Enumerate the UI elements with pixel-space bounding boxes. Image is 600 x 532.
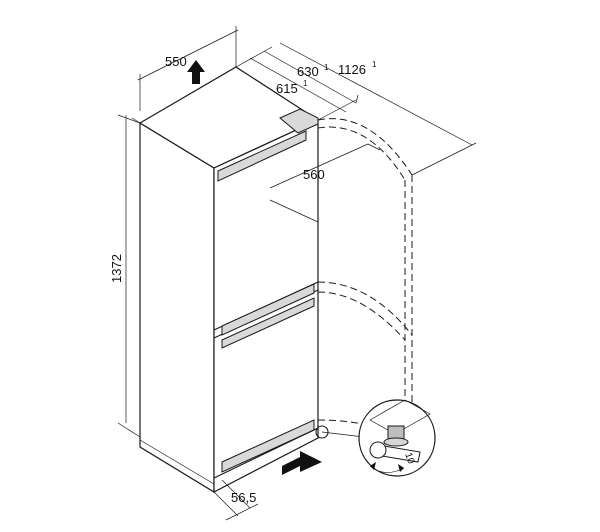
dim-depth-a-note: 1 bbox=[324, 63, 329, 72]
dim-inner-width-label: 560 bbox=[303, 167, 325, 182]
middle-handle-upper bbox=[221, 283, 315, 336]
wrench-icon bbox=[369, 441, 421, 463]
wrench-size-label: 10 bbox=[402, 451, 416, 466]
dim-height bbox=[117, 114, 141, 438]
middle-handle-lower bbox=[221, 297, 315, 349]
push-arrow-icon bbox=[282, 451, 322, 475]
top-door-handle bbox=[217, 130, 307, 182]
dim-bottom-offset bbox=[213, 479, 259, 521]
dim-door-open-note: 1 bbox=[372, 60, 377, 69]
dim-depth-b-label: 615 bbox=[276, 81, 298, 96]
front-foot bbox=[315, 425, 329, 439]
dim-depth-a-label: 630 bbox=[297, 64, 319, 79]
dim-depth-lines bbox=[235, 42, 477, 176]
dim-height-label: 1372 bbox=[109, 254, 124, 283]
open-door-outline bbox=[317, 118, 413, 441]
leveling-foot-callout bbox=[321, 399, 436, 477]
dim-depth-b-note: 1 bbox=[303, 79, 308, 88]
fridge-body bbox=[138, 66, 329, 494]
top-hinge bbox=[279, 108, 319, 134]
dim-width-label: 550 bbox=[165, 54, 187, 69]
dim-door-open-label: 1126 bbox=[338, 62, 366, 77]
lift-arrow-icon bbox=[187, 60, 205, 84]
dim-inner-width bbox=[269, 143, 381, 223]
dim-bottom-offset-label: 56,5 bbox=[231, 490, 256, 505]
